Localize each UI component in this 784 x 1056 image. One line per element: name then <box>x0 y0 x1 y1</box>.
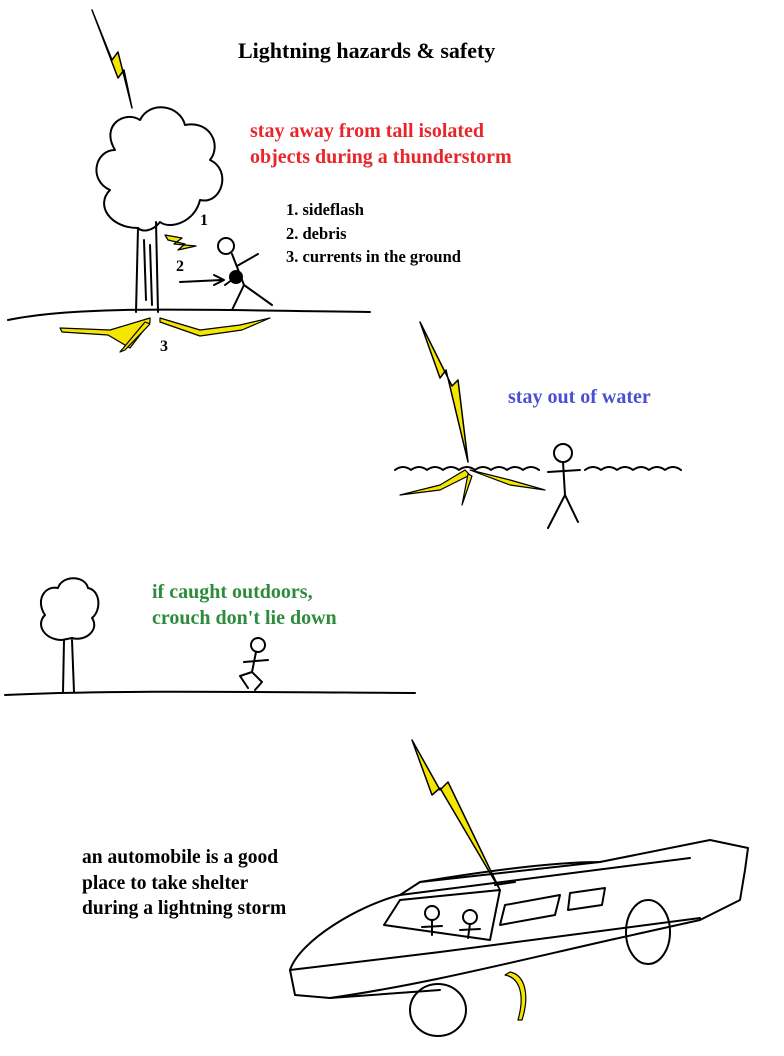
hazard-list: 1. sideflash 2. debris 3. currents in th… <box>286 198 461 269</box>
crouching-person-icon <box>239 637 269 691</box>
debris-arrow-icon <box>179 270 243 286</box>
hazard-item: 1. sideflash <box>286 200 364 219</box>
ground-line <box>7 308 371 321</box>
warning-line: objects during a thunderstorm <box>250 146 512 168</box>
outdoors-advice: if caught outdoors, crouch don't lie dow… <box>152 579 337 631</box>
advice-line: crouch don't lie down <box>152 607 337 629</box>
tree-icon <box>95 106 224 313</box>
hazard-item: 2. debris <box>286 223 347 243</box>
tire-current-icon <box>504 971 527 1021</box>
stick-person-icon <box>547 443 581 529</box>
lightning-bolt-icon <box>91 9 133 109</box>
tree-icon <box>39 577 100 693</box>
advice-line: if caught outdoors, <box>152 581 313 603</box>
tall-objects-warning: stay away from tall isolated objects dur… <box>250 118 512 170</box>
automobile-icon <box>289 839 749 1037</box>
marker-1: 1 <box>200 212 208 229</box>
water-surface <box>394 466 682 471</box>
sideflash-icon <box>164 234 197 251</box>
marker-3: 3 <box>160 338 168 355</box>
marker-2: 2 <box>176 258 184 275</box>
advice-line: an automobile is a good <box>82 847 279 868</box>
automobile-advice: an automobile is a good place to take sh… <box>82 845 286 922</box>
stick-person-icon <box>217 237 273 311</box>
water-warning: stay out of water <box>508 386 651 408</box>
ground-current-icon <box>59 317 271 353</box>
advice-line: during a lightning storm <box>82 898 287 919</box>
lightning-bolt-icon <box>419 321 469 463</box>
page-title: Lightning hazards & safety <box>238 38 496 63</box>
lightning-bolt-icon <box>411 739 501 891</box>
advice-line: place to take shelter <box>82 872 249 894</box>
water-current-icon <box>399 469 546 506</box>
hazard-item: 3. currents in the ground <box>286 247 461 266</box>
ground-line <box>4 690 416 696</box>
warning-line: stay away from tall isolated <box>250 120 485 142</box>
